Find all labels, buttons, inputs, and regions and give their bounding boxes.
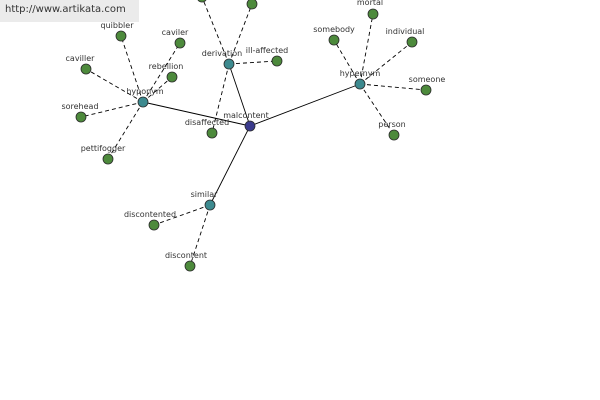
edge-hyponym-caviller xyxy=(85,68,144,103)
label-malcontent[interactable]: malcontent xyxy=(223,111,269,120)
node-caviller[interactable] xyxy=(80,63,92,75)
node-somebody[interactable] xyxy=(328,34,340,46)
label-person[interactable]: person xyxy=(378,120,405,129)
node-quibbler[interactable] xyxy=(115,30,127,42)
node-discontented[interactable] xyxy=(148,219,160,231)
label-caviller[interactable]: caviller xyxy=(66,54,96,63)
edge-derivation-disaffected xyxy=(211,63,230,134)
label-individual[interactable]: individual xyxy=(386,27,425,36)
node-similar[interactable] xyxy=(204,199,216,211)
node-someone[interactable] xyxy=(420,84,432,96)
label-sorehead[interactable]: sorehead xyxy=(61,102,98,111)
edge-similar-discontented xyxy=(153,204,211,226)
edge-derivation-derivation-top-1 xyxy=(202,0,230,65)
edge-malcontent-derivation xyxy=(228,63,251,127)
node-rebellion[interactable] xyxy=(166,71,178,83)
label-similar[interactable]: similar xyxy=(191,190,219,199)
edge-derivation-ill-affected xyxy=(228,60,278,65)
node-person[interactable] xyxy=(388,129,400,141)
node-individual[interactable] xyxy=(406,36,418,48)
label-pettifogger[interactable]: pettifogger xyxy=(81,144,126,153)
edge-hypernym-person xyxy=(359,83,395,136)
edge-hypernym-mortal xyxy=(359,13,374,85)
edge-hyponym-sorehead xyxy=(80,101,144,118)
label-quibbler[interactable]: quibbler xyxy=(101,21,135,30)
graph-labels: quibbler caviller caviler rebellion sorehead… xyxy=(61,0,445,260)
node-sorehead[interactable] xyxy=(75,111,87,123)
node-malcontent[interactable] xyxy=(244,120,256,132)
edge-malcontent-hypernym xyxy=(249,83,361,127)
node-pettifogger[interactable] xyxy=(102,153,114,165)
node-disaffected[interactable] xyxy=(206,127,218,139)
node-derivation-top-2[interactable] xyxy=(246,0,258,10)
edge-hypernym-someone xyxy=(359,83,427,91)
graph-edges xyxy=(80,0,427,267)
label-hyponym[interactable]: hyponym xyxy=(126,87,164,96)
edge-hypernym-somebody xyxy=(333,39,361,85)
edge-hyponym-caviler xyxy=(142,42,181,103)
node-ill-affected[interactable] xyxy=(271,55,283,67)
node-derivation-top-1[interactable] xyxy=(197,0,207,3)
node-mortal[interactable] xyxy=(367,8,379,20)
label-discontent[interactable]: discontent xyxy=(165,251,207,260)
edge-malcontent-hyponym xyxy=(142,101,251,127)
edge-hyponym-rebellion xyxy=(142,76,173,103)
edge-similar-discontent xyxy=(189,204,211,267)
label-someone[interactable]: someone xyxy=(409,75,446,84)
node-caviler[interactable] xyxy=(174,37,186,49)
label-caviler[interactable]: caviler xyxy=(162,28,189,37)
graph-nodes xyxy=(75,0,432,272)
label-somebody[interactable]: somebody xyxy=(313,25,355,34)
node-hypernym[interactable] xyxy=(354,78,366,90)
node-discontent[interactable] xyxy=(184,260,196,272)
node-derivation[interactable] xyxy=(223,58,235,70)
label-derivation[interactable]: derivation xyxy=(202,49,242,58)
label-hypernym[interactable]: hypernym xyxy=(340,69,381,78)
edge-derivation-derivation-top-2 xyxy=(228,3,253,65)
label-rebellion[interactable]: rebellion xyxy=(149,62,184,71)
site-url-watermark[interactable]: http://www.artikata.com xyxy=(0,0,139,22)
node-hyponym[interactable] xyxy=(137,96,149,108)
edge-malcontent-similar xyxy=(209,125,251,206)
label-mortal[interactable]: mortal xyxy=(357,0,383,7)
edge-hyponym-quibbler xyxy=(120,35,144,103)
label-disaffected[interactable]: disaffected xyxy=(185,118,229,127)
label-discontented[interactable]: discontented xyxy=(124,210,176,219)
label-ill-affected[interactable]: ill-affected xyxy=(246,46,288,55)
